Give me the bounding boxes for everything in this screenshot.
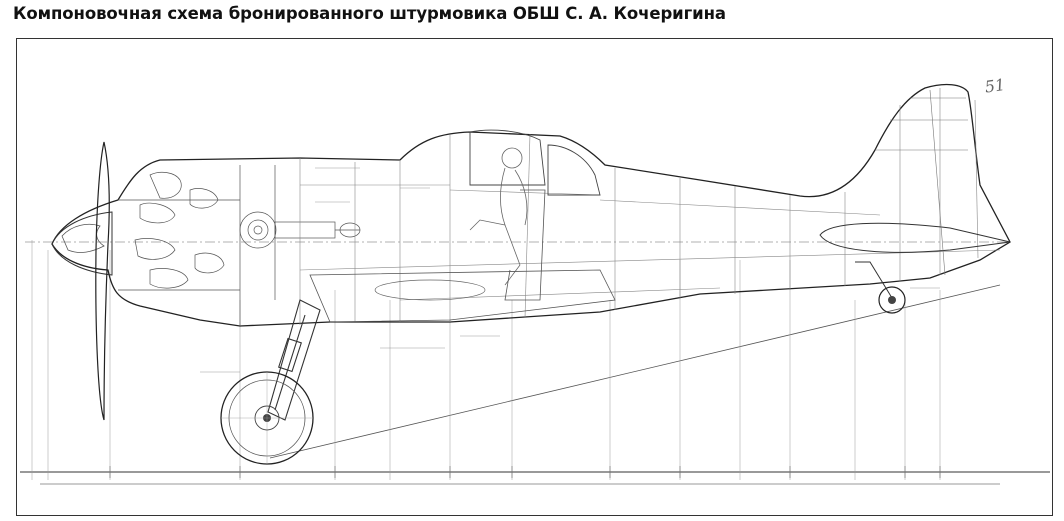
fuselage-outline (51, 83, 1011, 327)
seat (504, 189, 546, 301)
canopy-window (547, 144, 601, 196)
station-lines (31, 240, 941, 480)
annotation-marks (200, 167, 940, 373)
wing-store (374, 279, 486, 301)
tail-wheel (855, 261, 906, 314)
tailplane (819, 222, 1011, 253)
wing-root (309, 269, 616, 323)
drawing-frame (16, 38, 1053, 516)
propeller-blade (95, 141, 110, 421)
canopy (469, 129, 546, 186)
dimension-ticks (109, 466, 941, 478)
engine-section (118, 165, 361, 325)
fuselage-frames (299, 88, 1001, 325)
pilot-figure (469, 147, 528, 286)
main-gear-leg (267, 299, 321, 421)
main-landing-wheel (220, 371, 314, 465)
ground-angle-line (269, 284, 1001, 459)
spinner (51, 211, 113, 276)
sheet-number: 51 (984, 75, 1007, 97)
spinner-detail (61, 223, 105, 253)
fin-details (875, 89, 968, 276)
page-title: Компоновочная схема бронированного штурм… (13, 4, 726, 23)
